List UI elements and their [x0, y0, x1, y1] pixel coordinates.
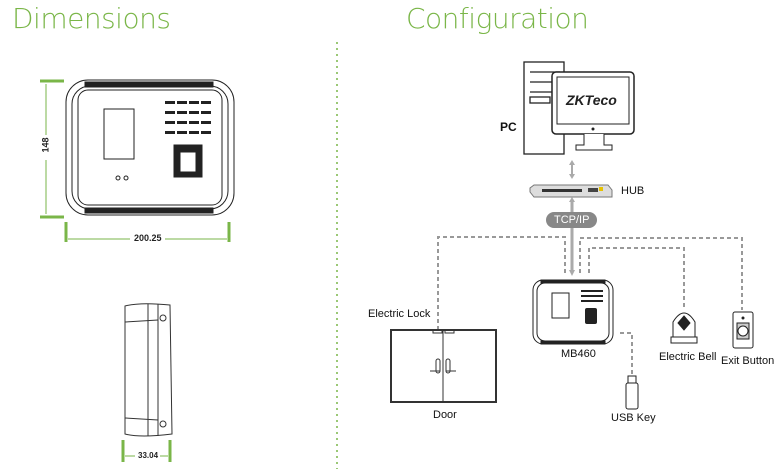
- door-icon: [390, 329, 497, 403]
- pc-hub-link: [569, 160, 575, 179]
- height-dimension: [40, 79, 64, 219]
- usb-key-icon: [625, 375, 639, 410]
- device-side-view: [124, 303, 173, 437]
- electric-bell-icon: [670, 312, 698, 344]
- width-dimension: [64, 222, 231, 242]
- pc-monitor-icon: [551, 71, 635, 151]
- mb460-label: MB460: [561, 348, 596, 360]
- width-value: 200.25: [134, 233, 162, 243]
- electric-lock-label: Electric Lock: [368, 308, 431, 320]
- dashed-connectors: [437, 236, 743, 375]
- height-value: 148: [40, 137, 51, 153]
- pc-label: PC: [500, 120, 517, 134]
- mb460-device-icon: [532, 279, 614, 345]
- door-label: Door: [433, 409, 457, 421]
- device-front-view: [65, 79, 235, 216]
- usb-key-label: USB Key: [611, 412, 656, 424]
- electric-bell-label: Electric Bell: [659, 351, 717, 363]
- exit-button-label: Exit Button: [721, 355, 775, 367]
- depth-value: 33.04: [138, 451, 159, 460]
- hub-label: HUB: [621, 185, 645, 197]
- configuration-title: Configuration: [406, 2, 589, 35]
- zkteco-logo: ZKTeco: [566, 92, 617, 108]
- exit-button-icon: [732, 311, 754, 349]
- tcpip-badge: TCP/IP: [546, 212, 598, 228]
- hub-icon: [529, 184, 613, 198]
- dimensions-title: Dimensions: [12, 2, 171, 35]
- depth-dimension: [121, 440, 172, 462]
